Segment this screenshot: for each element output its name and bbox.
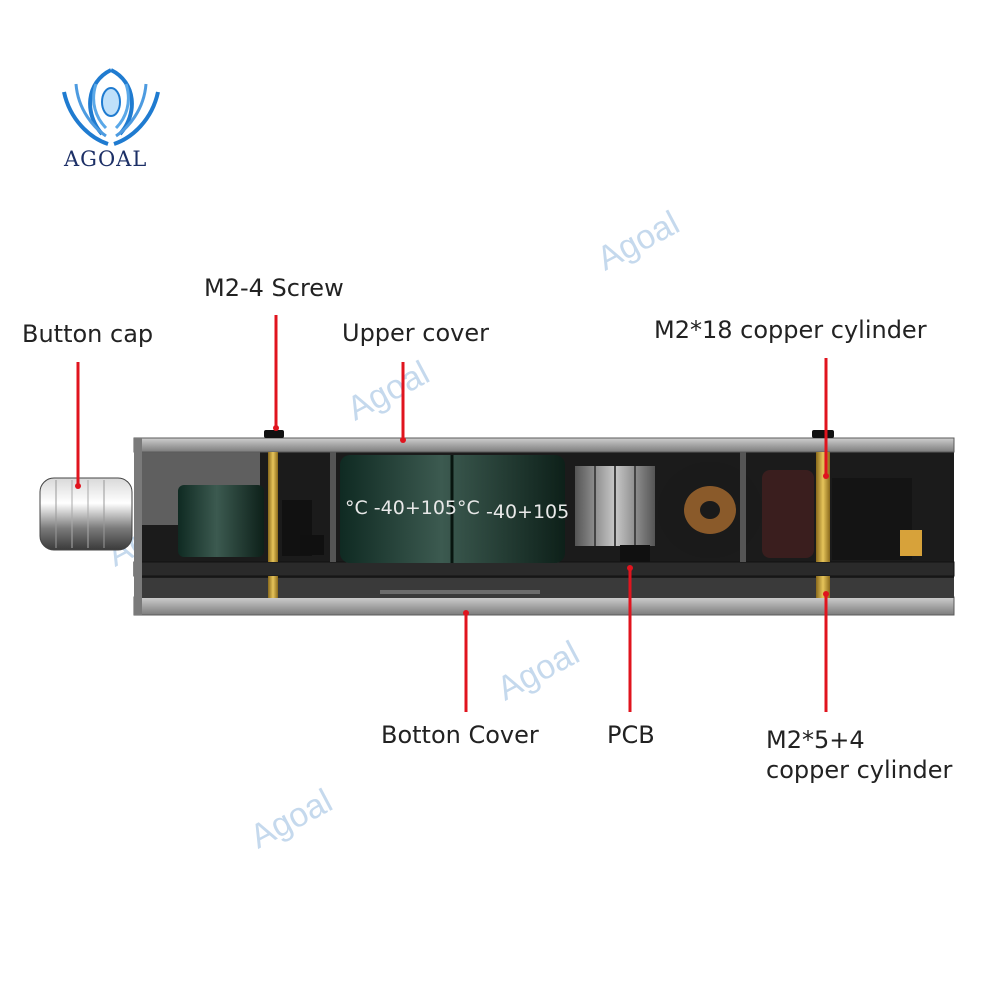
capacitor-small	[178, 485, 264, 557]
copper-cylinder-left	[268, 452, 278, 562]
button-cap	[39, 477, 133, 551]
screw-left	[264, 430, 284, 438]
label-m2-5-4-line1: M2*5+4	[766, 726, 865, 754]
leader-lines	[75, 315, 829, 712]
upper-cover	[133, 437, 955, 453]
label-m2-4-screw: M2-4 Screw	[204, 274, 344, 302]
agoal-logo-icon	[62, 68, 160, 146]
capacitor-rating-right: -40+105	[486, 501, 569, 523]
inductor-coil	[658, 462, 762, 558]
label-m2-5-4-copper-cylinder: M2*5+4 copper cylinder	[766, 725, 952, 785]
label-bottom-cover: Botton Cover	[381, 721, 539, 749]
label-pcb: PCB	[607, 721, 655, 749]
agoal-logo	[56, 62, 166, 182]
label-m2-5-4-line2: copper cylinder	[766, 756, 953, 784]
screw-right	[812, 430, 834, 438]
capacitor-dark-red	[762, 470, 814, 558]
brand-name: AGOAL	[64, 147, 148, 171]
copper-cylinder-18	[816, 452, 830, 562]
pcb-board	[133, 561, 955, 577]
capacitor-rating-left: °C -40+105°C	[345, 497, 480, 519]
bottom-cover	[133, 596, 955, 616]
label-button-cap: Button cap	[22, 320, 154, 348]
label-upper-cover: Upper cover	[342, 319, 490, 347]
label-m2-18-copper-cylinder: M2*18 copper cylinder	[654, 316, 927, 344]
